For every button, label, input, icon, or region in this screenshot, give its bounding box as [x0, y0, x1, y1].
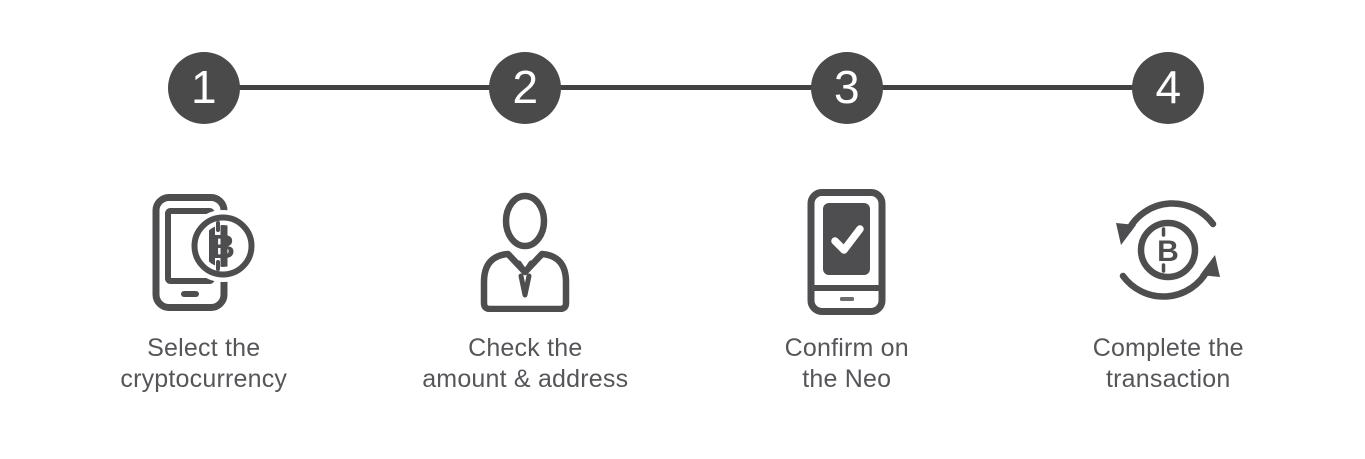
step-1-icon-box: B [152, 186, 256, 318]
step-3-label: Confirm on the Neo [785, 333, 909, 395]
step-4-label-line1: Complete the [1092, 334, 1244, 362]
step-2-label-line1: Check the [468, 334, 583, 362]
step-1-label-line1: Select the [147, 334, 261, 362]
step-1-label: Select the cryptocurrency [120, 333, 287, 395]
device-brand-mark [840, 297, 855, 301]
step-3-icon-box [807, 186, 886, 318]
step-1-number: 1 [190, 61, 217, 113]
step-2-label: Check the amount & address [422, 333, 628, 395]
step-2-circle: 2 [489, 52, 562, 124]
step-4-circle: 4 [1132, 52, 1205, 124]
step-1-circle: 1 [167, 52, 240, 124]
device-checkmark-icon [807, 189, 886, 315]
steps-grid: 1 B Select the cryptocurrency [43, 0, 1329, 459]
step-2-icon-box [480, 186, 570, 318]
step-4-label: Complete the transaction [1093, 333, 1244, 395]
step-2: 2 Check the amount & address [365, 0, 687, 459]
step-4: 4 B Complete the transaction [1008, 0, 1330, 459]
process-steps-diagram: 1 B Select the cryptocurrency [43, 0, 1329, 459]
step-4-label-line2: transaction [1105, 365, 1231, 393]
person-icon [481, 192, 570, 312]
step-3: 3 Confirm on the Neo [686, 0, 1008, 459]
svg-text:B: B [1157, 235, 1179, 268]
step-2-label-line2: amount & address [422, 365, 629, 393]
step-4-number: 4 [1155, 61, 1182, 113]
step-3-label-line1: Confirm on [784, 334, 909, 362]
step-3-number: 3 [833, 61, 860, 113]
step-1: 1 B Select the cryptocurrency [43, 0, 365, 459]
phone-bitcoin-icon: B [152, 193, 256, 311]
bitcoin-cycle-icon: B [1116, 200, 1221, 300]
step-3-label-line2: the Neo [802, 365, 892, 393]
step-3-circle: 3 [810, 52, 883, 124]
step-1-label-line2: cryptocurrency [120, 365, 288, 393]
step-2-number: 2 [512, 61, 539, 113]
step-4-icon-box: B [1116, 186, 1221, 318]
svg-text:B: B [211, 228, 235, 265]
connector-line [204, 85, 1168, 90]
